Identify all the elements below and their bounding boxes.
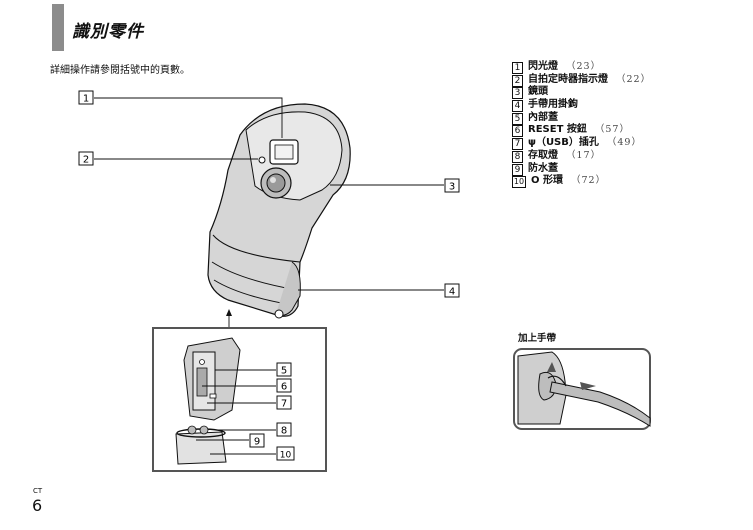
reset-button-illustration	[199, 359, 205, 365]
part-number: 4	[512, 100, 523, 113]
svg-text:2: 2	[83, 155, 89, 166]
part-number: 7	[512, 138, 523, 151]
part-number: 8	[512, 150, 523, 163]
part-number: 10	[512, 176, 526, 189]
svg-text:6: 6	[281, 382, 287, 393]
callout-1: 1	[78, 90, 94, 105]
parts-list-item: 7 ψ（USB）插孔 （49）	[512, 137, 651, 151]
svg-text:7: 7	[281, 399, 287, 410]
part-number: 3	[512, 87, 523, 100]
usb-jack-illustration	[196, 367, 208, 397]
access-lamp-illustration	[209, 393, 217, 399]
parts-list-item: 2 自拍定時器指示燈 （22）	[512, 74, 651, 87]
part-name: 閃光燈	[528, 61, 558, 72]
callout-4: 4	[444, 283, 460, 298]
part-name: 鏡頭	[528, 86, 548, 98]
callout-6: 6	[276, 378, 292, 393]
part-name: 手帶用掛鉤	[528, 99, 578, 111]
parts-list-item: 8 存取燈 （17）	[512, 150, 651, 163]
part-name: 存取燈	[528, 149, 558, 161]
callout-2: 2	[78, 151, 94, 166]
part-name: 防水蓋	[528, 162, 558, 174]
part-page-ref: （23）	[566, 61, 602, 72]
callout-8: 8	[276, 422, 292, 437]
language-code: CT	[33, 487, 43, 495]
parts-list: 1 閃光燈 （23） 2 自拍定時器指示燈 （22） 3 鏡頭 4 手帶用掛鉤 5 內部蓋 6…	[512, 61, 651, 189]
part-name: 內部蓋	[528, 111, 558, 123]
parts-list-item: 6 RESET 按鈕 （57）	[512, 124, 651, 138]
part-page-ref: （72）	[570, 175, 607, 187]
svg-text:9: 9	[254, 437, 260, 448]
parts-list-item: 9 防水蓋	[512, 163, 651, 176]
parts-list-item: 3 鏡頭	[512, 86, 651, 100]
callout-9: 9	[249, 433, 265, 448]
part-page-ref: （22）	[616, 73, 652, 85]
part-number: 2	[512, 74, 523, 87]
svg-text:1: 1	[83, 94, 89, 105]
part-number: 6	[512, 125, 523, 138]
svg-text:5: 5	[281, 366, 287, 377]
parts-list-item: 10 O 形環 （72）	[512, 175, 651, 189]
strap-section-title: 加上手帶	[518, 333, 557, 344]
part-number: 9	[512, 163, 523, 176]
strap-illustration	[517, 351, 651, 427]
callout-3: 3	[444, 178, 460, 193]
svg-text:10: 10	[280, 451, 292, 461]
parts-list-item: 4 手帶用掛鉤	[512, 99, 651, 113]
camera-body-illustration	[207, 103, 351, 319]
arrow-up-icon	[226, 309, 232, 328]
callout-7: 7	[276, 395, 292, 410]
page-number: 6	[32, 496, 43, 515]
part-number: 5	[512, 112, 523, 125]
part-name: 自拍定時器指示燈	[528, 73, 608, 85]
part-name: RESET 按鈕	[528, 124, 587, 136]
callout-10: 10	[276, 446, 295, 461]
callout-5: 5	[276, 362, 292, 377]
parts-list-item: 5 內部蓋	[512, 112, 651, 125]
title-bar-accent	[52, 4, 64, 51]
svg-text:3: 3	[449, 182, 455, 193]
part-name: ψ（USB）插孔	[528, 137, 599, 149]
part-number: 1	[512, 62, 523, 74]
svg-text:4: 4	[449, 287, 455, 298]
svg-text:8: 8	[281, 426, 287, 437]
part-name: O 形環	[531, 175, 563, 187]
part-page-ref: （49）	[606, 137, 642, 149]
parts-list-item: 1 閃光燈 （23）	[512, 61, 651, 74]
page-title: 識別零件	[72, 22, 144, 42]
part-page-ref: （17）	[566, 149, 602, 161]
part-page-ref: （57）	[594, 124, 630, 136]
intro-text: 詳細操作請參閱括號中的頁數。	[50, 65, 190, 76]
self-timer-lamp-illustration	[258, 156, 266, 164]
